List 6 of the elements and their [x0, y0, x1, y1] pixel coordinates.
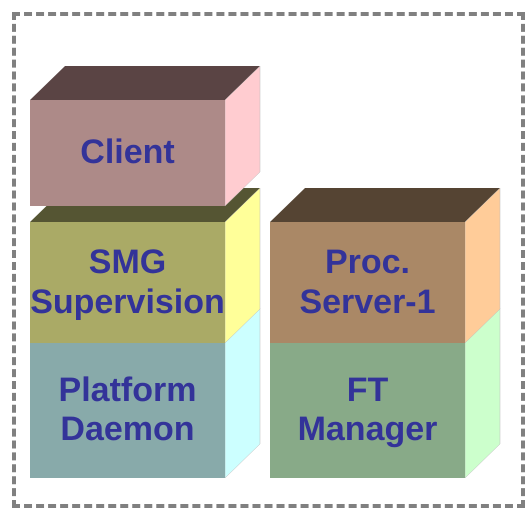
block-label: Platform Daemon	[58, 370, 198, 450]
block-label: SMG Supervision	[30, 243, 225, 322]
dashed-boundary	[12, 12, 525, 508]
block-label: FT Manager	[296, 370, 438, 450]
block-label: Proc. Server-1	[298, 243, 437, 322]
block-label: Client	[80, 133, 175, 173]
